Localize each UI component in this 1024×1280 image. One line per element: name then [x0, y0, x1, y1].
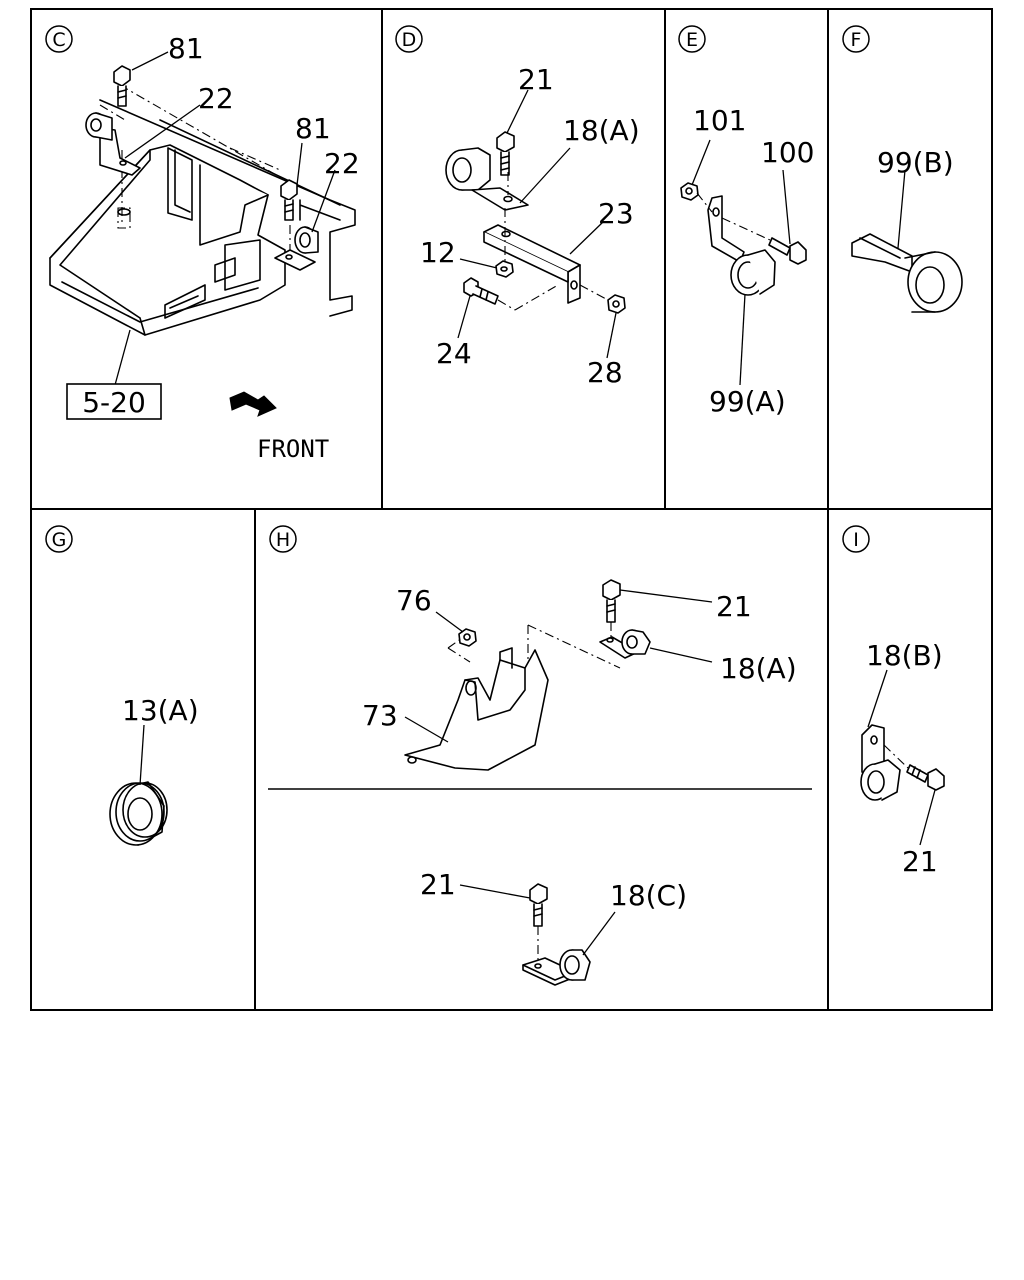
- label-22-left: 22: [198, 82, 234, 115]
- battery-tray: [49, 99, 356, 336]
- label-24: 24: [436, 337, 472, 370]
- svg-text:C: C: [52, 29, 65, 51]
- label-18a: 18(A): [563, 114, 640, 147]
- front-label: FRONT: [257, 435, 329, 463]
- section-f: F 99(B): [842, 25, 963, 313]
- label-100: 100: [761, 136, 814, 169]
- section-c-marker: C: [45, 25, 73, 53]
- bolt-21-top: [602, 579, 621, 623]
- section-g: G 13(A): [45, 525, 199, 846]
- label-81-left: 81: [168, 32, 204, 65]
- section-i-marker: I: [842, 525, 870, 553]
- panel-grid: [30, 8, 993, 1011]
- section-c-dash-lines: [99, 84, 291, 262]
- front-arrow-icon: [229, 391, 277, 417]
- label-12: 12: [420, 236, 456, 269]
- clip-99a: [707, 195, 776, 296]
- grommet-13a: [109, 781, 168, 846]
- section-f-marker: F: [842, 25, 870, 53]
- label-81-right: 81: [295, 112, 331, 145]
- label-28: 28: [587, 356, 623, 389]
- label-21: 21: [518, 63, 554, 96]
- label-101: 101: [693, 104, 746, 137]
- section-i: I 18(B) 21: [842, 525, 945, 878]
- ref-5-20-box: 5-20: [66, 383, 162, 420]
- section-h: H: [269, 525, 797, 986]
- label-76: 76: [396, 584, 432, 617]
- bolt-21: [496, 131, 515, 176]
- label-13a: 13(A): [122, 694, 199, 727]
- clip-22-right: [274, 226, 319, 271]
- label-18a-top: 18(A): [720, 652, 797, 685]
- label-21: 21: [902, 845, 938, 878]
- nut-28: [607, 294, 626, 314]
- svg-text:E: E: [686, 29, 698, 51]
- svg-text:G: G: [52, 529, 67, 551]
- section-c: C: [45, 25, 360, 463]
- clip-18b: [860, 724, 901, 801]
- stud-hole: [117, 207, 131, 229]
- bolt-21: [906, 764, 945, 791]
- svg-text:D: D: [402, 29, 417, 51]
- label-18c: 18(C): [610, 879, 687, 912]
- label-23: 23: [598, 197, 634, 230]
- label-18b: 18(B): [866, 639, 943, 672]
- clip-18c: [522, 949, 591, 986]
- bolt-81-right: [280, 179, 298, 221]
- svg-text:F: F: [851, 29, 862, 51]
- section-h-marker: H: [269, 525, 297, 553]
- clip-22-left: [85, 112, 141, 176]
- bracket-73: [404, 647, 549, 771]
- section-e-marker: E: [678, 25, 706, 53]
- nut-101: [680, 182, 699, 201]
- bracket-23: [483, 224, 581, 304]
- label-73: 73: [362, 699, 398, 732]
- svg-text:H: H: [276, 529, 290, 551]
- svg-text:I: I: [853, 529, 859, 551]
- label-22-right: 22: [324, 147, 360, 180]
- clip-18a-top: [599, 629, 651, 659]
- label-21-top: 21: [716, 590, 752, 623]
- bolt-100: [768, 237, 807, 265]
- section-d: D: [395, 25, 640, 389]
- bolt-24: [463, 277, 499, 305]
- bolt-81-left: [113, 65, 131, 107]
- svg-text:5-20: 5-20: [82, 386, 146, 419]
- section-e: E 101 100 99(A): [678, 25, 814, 418]
- bolt-21-bottom: [529, 883, 548, 927]
- section-g-marker: G: [45, 525, 73, 553]
- clip-99b: [851, 233, 963, 313]
- nut-12: [495, 260, 514, 278]
- clip-18a: [445, 147, 529, 211]
- label-21-bottom: 21: [420, 868, 456, 901]
- label-99a: 99(A): [709, 385, 786, 418]
- label-99b: 99(B): [877, 146, 954, 179]
- nut-76: [458, 628, 477, 647]
- section-d-marker: D: [395, 25, 423, 53]
